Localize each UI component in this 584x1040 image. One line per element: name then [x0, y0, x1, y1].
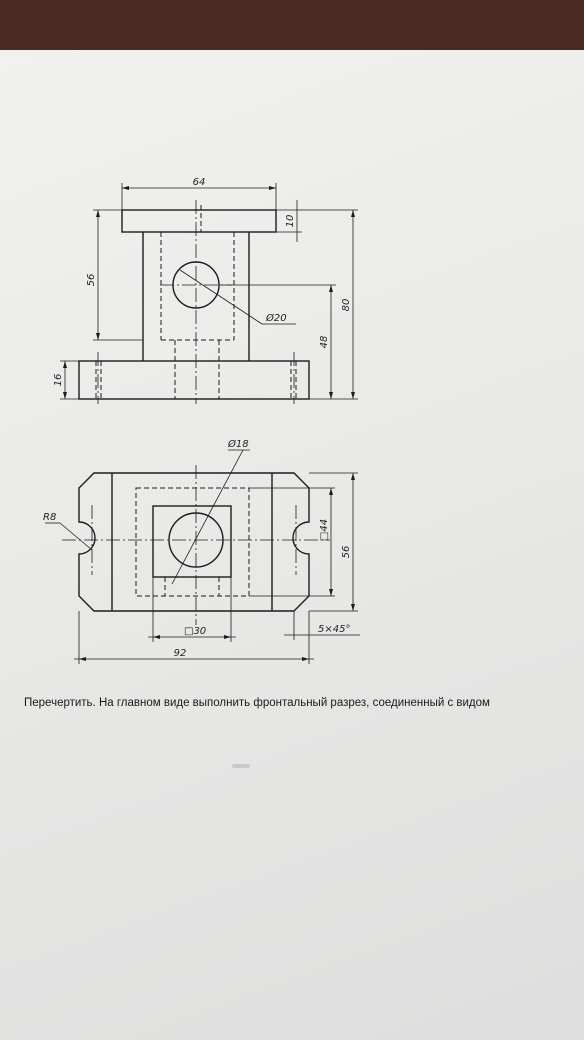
paper-smudge [232, 764, 250, 768]
assignment-caption: Перечертить. На главном виде выполнить ф… [24, 697, 490, 709]
front-view [78, 209, 310, 400]
dim-depth: 56 [341, 546, 352, 559]
dim-top-width: 64 [193, 177, 206, 188]
dim-height-56: 56 [86, 274, 97, 287]
dim-base-thickness: 16 [53, 374, 64, 387]
dim-square-30: □30 [184, 626, 206, 637]
dim-chamfer: 5×45° [318, 624, 350, 635]
dim-hole-height: 48 [319, 336, 330, 349]
dim-overall-height: 80 [341, 299, 352, 312]
dim-hole-diameter-front: Ø20 [265, 312, 287, 324]
dim-hole-diameter-top: Ø18 [227, 438, 249, 450]
dim-overall-width: 92 [174, 648, 187, 659]
dim-radius: R8 [43, 512, 56, 523]
dim-flange-thickness: 10 [285, 215, 296, 228]
dim-inner-square: □44 [319, 519, 330, 541]
